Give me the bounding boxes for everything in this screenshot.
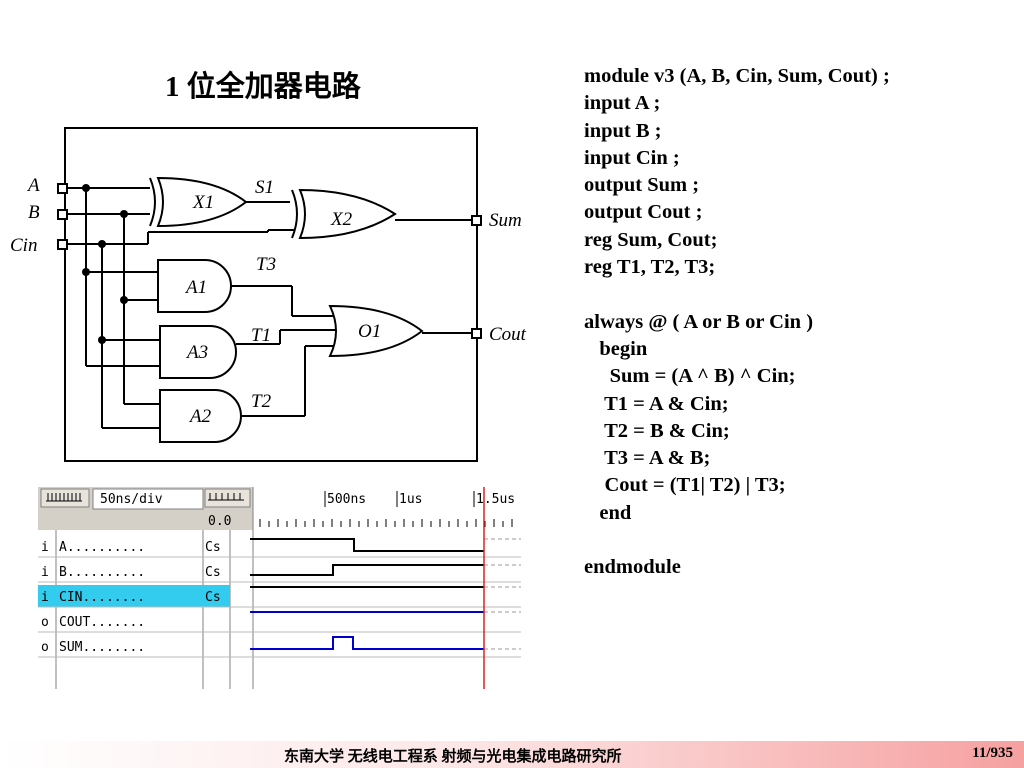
- code-line: endmodule: [584, 556, 681, 579]
- signal-dir: i: [41, 590, 49, 605]
- signal-row-highlight: [38, 585, 230, 607]
- gate-label-a1: A1: [184, 277, 207, 298]
- verilog-code-block: module v3 (A, B, Cin, Sum, Cout) ; input…: [584, 63, 890, 582]
- cursor-time-readout: 0.0: [208, 514, 231, 529]
- signal-name-b[interactable]: B..........: [59, 565, 145, 580]
- gate-label-x2: X2: [330, 209, 353, 230]
- signal-name-a[interactable]: A..........: [59, 540, 145, 555]
- input-label-cin: Cin: [10, 235, 37, 256]
- signal-name-cout[interactable]: COUT.......: [59, 615, 145, 630]
- output-label-sum: Sum: [489, 210, 522, 231]
- waveform-viewer: 50ns/div 0.0 500ns 1us 1.5us i: [38, 487, 521, 689]
- code-line: module v3 (A, B, Cin, Sum, Cout) ;: [584, 65, 890, 87]
- code-line: reg Sum, Cout;: [584, 228, 718, 251]
- code-line: [584, 527, 890, 554]
- code-line: Cout = (T1| T2) | T3;: [584, 474, 786, 497]
- output-label-cout: Cout: [489, 324, 527, 345]
- net-label-t2: T2: [251, 391, 272, 412]
- input-label-a: A: [26, 175, 40, 196]
- signal-value: Cs: [205, 590, 221, 605]
- code-line: output Sum ;: [584, 174, 700, 197]
- signal-dir: o: [41, 640, 49, 655]
- ruler-label-500ns: 500ns: [327, 492, 366, 507]
- ruler-label-1us: 1us: [399, 492, 422, 507]
- ruler-label-1-5us: 1.5us: [476, 492, 515, 507]
- net-label-s1: S1: [255, 177, 274, 198]
- wave-trace-b: [250, 564, 484, 576]
- signal-dir: o: [41, 615, 49, 630]
- signal-value: Cs: [205, 565, 221, 580]
- schematic-frame: [64, 127, 478, 462]
- wave-trace-sum: [250, 636, 484, 650]
- zoom-button[interactable]: [40, 488, 90, 508]
- code-line: T2 = B & Cin;: [584, 419, 730, 442]
- code-line: end: [584, 501, 632, 524]
- wave-trace-a: [250, 538, 484, 552]
- net-label-t1: T1: [251, 325, 271, 346]
- signal-dir: i: [41, 565, 49, 580]
- signal-value: Cs: [205, 540, 221, 555]
- code-line: output Cout ;: [584, 201, 703, 224]
- scale-readout: 50ns/div: [100, 492, 163, 507]
- code-line: Sum = (A ^ B) ^ Cin;: [584, 365, 796, 388]
- code-line: input B ;: [584, 119, 662, 142]
- gate-label-o1: O1: [358, 321, 381, 342]
- code-line: T1 = A & Cin;: [584, 392, 729, 415]
- signal-name-cin[interactable]: CIN........: [59, 590, 145, 605]
- code-line: input A ;: [584, 92, 661, 115]
- signal-name-sum[interactable]: SUM........: [59, 640, 145, 655]
- slide-title: 1 位全加器电路: [165, 71, 361, 103]
- gate-label-a3: A3: [185, 342, 208, 363]
- code-line: T3 = A & B;: [584, 447, 711, 470]
- footer-organization: 东南大学 无线电工程系 射频与光电集成电路研究所: [284, 749, 622, 765]
- page-number: 11/935: [972, 745, 1013, 761]
- code-line: [584, 281, 890, 308]
- scale-box[interactable]: [92, 488, 204, 510]
- input-label-b: B: [28, 202, 40, 223]
- code-line: reg T1, T2, T3;: [584, 256, 716, 279]
- gate-label-x1: X1: [192, 192, 214, 213]
- code-line: begin: [584, 337, 648, 360]
- net-label-t3: T3: [256, 254, 276, 275]
- slide-footer: 东南大学 无线电工程系 射频与光电集成电路研究所 11/935: [0, 741, 1024, 768]
- code-line: input Cin ;: [584, 146, 680, 169]
- gate-label-a2: A2: [188, 406, 212, 427]
- full-adder-schematic: A B Cin Sum Cout X1 X2 A1 A3 A2 O1 S1 T3…: [10, 127, 527, 462]
- signal-dir: i: [41, 540, 49, 555]
- code-line: always @ ( A or B or Cin ): [584, 310, 814, 333]
